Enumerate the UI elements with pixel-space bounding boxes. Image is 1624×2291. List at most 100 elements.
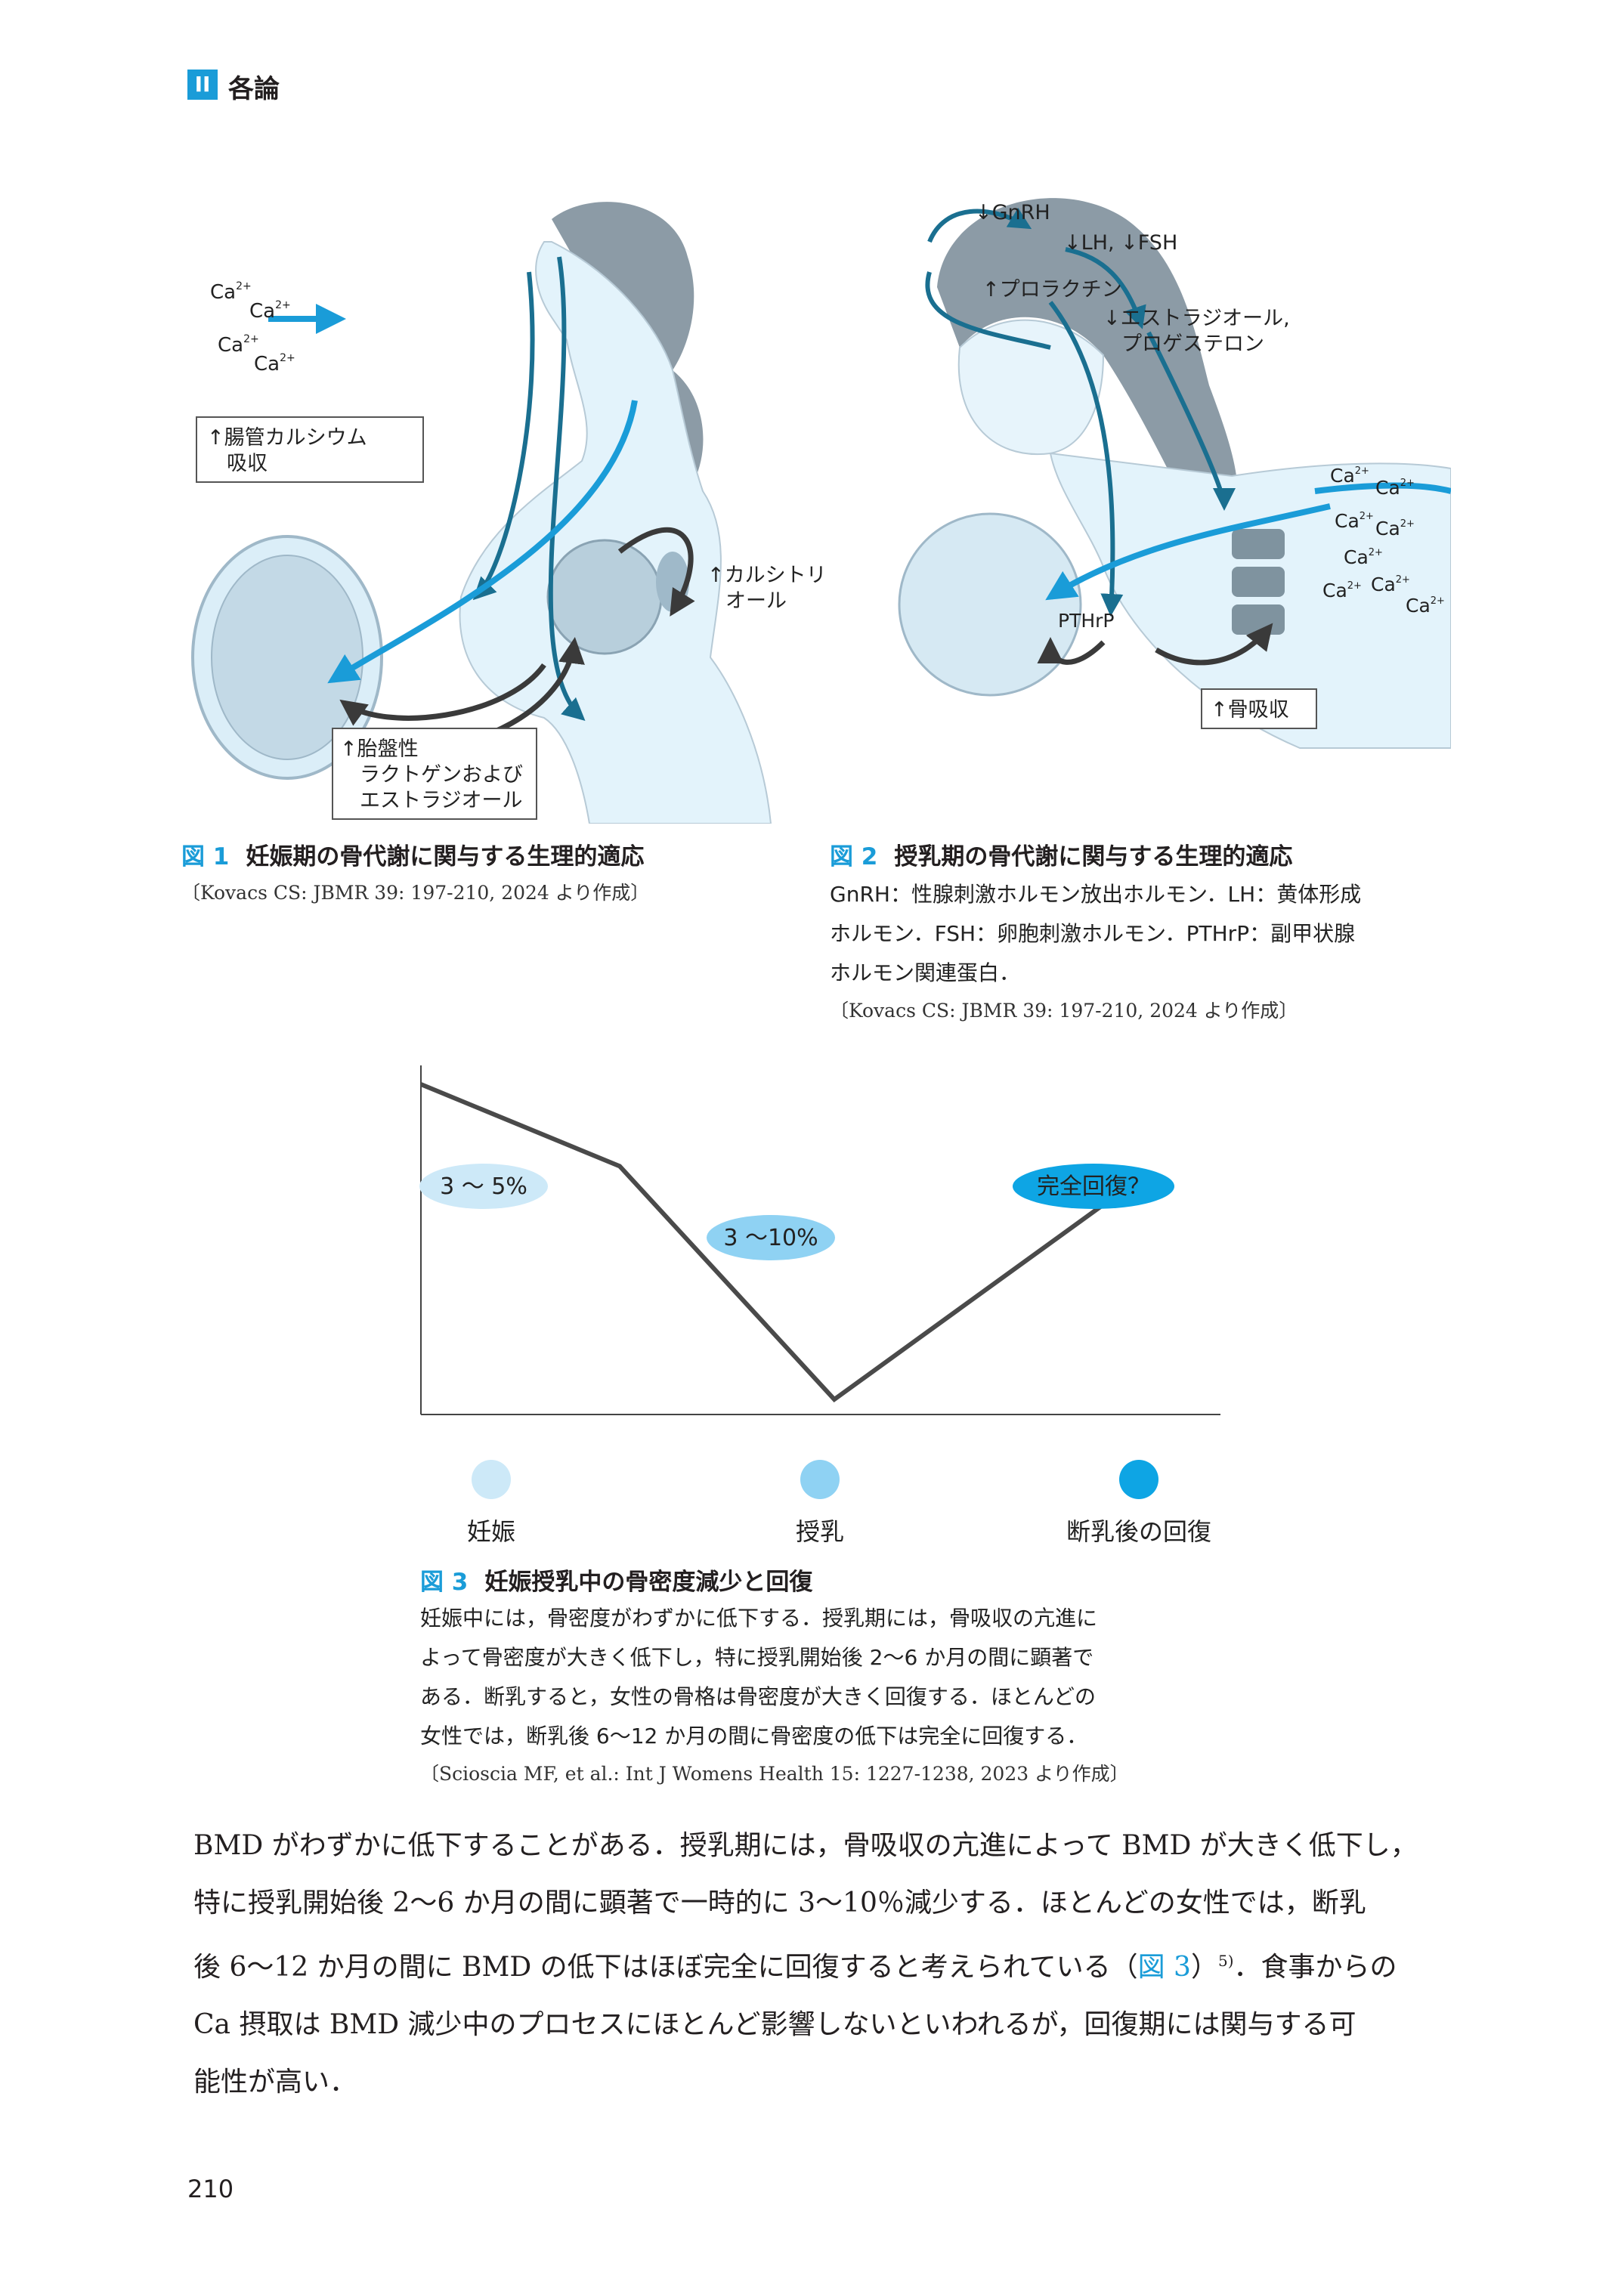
annotation-pregnancy-loss: 3 ～ 5% <box>440 1173 527 1200</box>
chapter-marker: II <box>187 70 218 100</box>
bone-resorption-box <box>1201 688 1317 729</box>
spine-shape <box>1232 529 1285 559</box>
pthrp-to-bone-arrow <box>1155 623 1273 666</box>
figure3-note-line: 女性では，断乳後 6～12 か月の間に骨密度の低下は完全に回復する． <box>420 1724 1088 1748</box>
hair-shape <box>937 198 1239 529</box>
body-line-text: 後 6～12 か月の間に BMD の低下はほぼ完全に回復すると考えられている（ <box>193 1952 1138 1983</box>
annotation-recovery: 完全回復？ <box>1037 1173 1150 1200</box>
placental-feedback-arrow <box>339 663 546 726</box>
intestine-shape <box>546 539 663 655</box>
figure3-number[interactable]: 図 3 <box>420 1569 469 1596</box>
figure2-note-line: GnRH：性腺刺激ホルモン放出ホルモン．LH：黄体形成 <box>830 882 1362 907</box>
figure3-note-line: ある．断乳すると，女性の骨格は骨密度が大きく回復する．ほとんどの <box>420 1684 1097 1709</box>
legend-lactation-dot <box>800 1460 840 1499</box>
legend-pregnancy-dot <box>472 1460 511 1499</box>
body-line: Ca 摂取は BMD 減少中のプロセスにほとんど影響しないといわれるが，回復期に… <box>193 2009 1356 2040</box>
hormone-arrow <box>1065 247 1146 329</box>
figure2-number[interactable]: 図 2 <box>830 843 878 870</box>
placental-hormone-box <box>332 728 537 820</box>
figure3-caption: 図 3 妊娠授乳中の骨密度減少と回復 <box>420 1563 812 1597</box>
placental-hormone-label: ラクトゲンおよび <box>360 763 523 787</box>
calcitriol-label: ↑カルシトリ <box>707 564 827 587</box>
calcium-ion-label: Ca2+ <box>1335 510 1374 532</box>
calcium-to-fetus-arrow <box>327 400 638 684</box>
body-line: 能性が高い． <box>193 2067 357 2098</box>
calcium-ion-label: Ca2+ <box>249 299 291 323</box>
bloodstream-arrow <box>472 271 535 601</box>
calcium-ion-label: Ca2+ <box>210 280 252 304</box>
calcium-ion-label: Ca2+ <box>1330 465 1369 487</box>
hormone-arrow <box>927 207 1032 243</box>
figure1-source: 〔Kovacs CS: JBMR 39: 197-210, 2024 より作成〕 <box>181 882 650 904</box>
spine-shape <box>1232 604 1285 635</box>
body-line: 特に授乳開始後 2～6 か月の間に顕著で一時的に 3～10％減少する．ほとんどの… <box>193 1888 1366 1918</box>
calcium-to-baby-arrow <box>1045 503 1331 601</box>
legend-lactation-label: 授乳 <box>796 1517 844 1546</box>
intestinal-absorption-label: 吸収 <box>227 452 268 475</box>
calcium-flow-arrow <box>1314 482 1451 494</box>
spine-shape <box>1232 567 1285 597</box>
body-paragraph: BMD がわずかに低下することがある．授乳期には，骨吸収の亢進によって BMD … <box>193 1817 1448 2111</box>
figure1-illustration: Ca2+ Ca2+ Ca2+ Ca2+ ↑腸管カルシウム 吸収 ↑カルシトリ オ… <box>191 202 827 824</box>
figure2-note-line: ホルモン．FSH：卵胞刺激ホルモン．PTHrP：副甲状腺 <box>830 921 1356 946</box>
pthrp-arrow <box>1037 637 1106 665</box>
figure1-title: 妊娠期の骨代謝に関与する生理的適応 <box>246 843 645 870</box>
placental-hormone-label: ↑胎盤性 <box>340 737 419 761</box>
lh-fsh-label: ↓LH, ↓FSH <box>1064 231 1177 255</box>
figure2-source: 〔Kovacs CS: JBMR 39: 197-210, 2024 より作成〕 <box>830 1000 1298 1022</box>
legend-pregnancy-label: 妊娠 <box>467 1517 515 1546</box>
hormone-arrow <box>1146 331 1236 511</box>
figure3-chart: 3 ～ 5% 3 ～10% 完全回復？ 妊娠 授乳 断乳後の回復 <box>419 1065 1220 1546</box>
placental-hormone-label: エストラジオール <box>360 789 522 812</box>
calcium-ion-label: Ca2+ <box>254 352 295 376</box>
gnrh-label: ↓GnRH <box>975 201 1050 224</box>
figure2-title: 授乳期の骨代謝に関与する生理的適応 <box>894 843 1293 870</box>
page-number: 210 <box>187 2175 234 2203</box>
prolactin-arrow <box>1048 301 1124 617</box>
figure1-caption: 図 1 妊娠期の骨代謝に関与する生理的適応 <box>181 837 644 871</box>
chapter-title: 各論 <box>228 74 280 104</box>
annotation-lactation-bubble <box>707 1215 835 1260</box>
calcium-ion-label: Ca2+ <box>1375 518 1415 540</box>
calcium-ion-label: Ca2+ <box>1344 546 1383 568</box>
bone-resorption-label: ↑骨吸収 <box>1211 698 1289 722</box>
calcium-ion-label: Ca2+ <box>1371 574 1410 595</box>
bone-density-line <box>419 1082 1132 1402</box>
calcium-ion-label: Ca2+ <box>1322 580 1362 601</box>
figure2-caption: 図 2 授乳期の骨代謝に関与する生理的適応 <box>830 837 1292 871</box>
mother-body-shape <box>459 241 772 824</box>
figure2-note-line: ホルモン関連蛋白． <box>830 960 1021 985</box>
figure1-number[interactable]: 図 1 <box>181 843 230 870</box>
body-line: BMD がわずかに低下することがある．授乳期には，骨吸収の亢進によって BMD … <box>193 1830 1418 1861</box>
figure3-note-line: よって骨密度が大きく低下し，特に授乳開始後 2～6 か月の間に顕著で <box>420 1645 1094 1670</box>
hormone-arrow <box>925 271 1051 350</box>
intestinal-absorption-label: ↑腸管カルシウム <box>207 426 367 450</box>
baby-head-shape <box>898 512 1082 697</box>
intestinal-absorption-box <box>196 416 424 483</box>
annotation-pregnancy-bubble <box>419 1164 548 1209</box>
body-line-text: ．食事からの <box>1233 1952 1397 1983</box>
figure2-illustration: ↓GnRH ↓LH, ↓FSH ↑プロラクチン ↓エストラジオール, プロゲステ… <box>898 198 1451 749</box>
figure3-title: 妊娠授乳中の骨密度減少と回復 <box>484 1569 813 1596</box>
figure3-reference-link[interactable]: 図 3 <box>1137 1952 1191 1983</box>
legend-recovery-dot <box>1119 1460 1158 1499</box>
calcium-ion-label: Ca2+ <box>218 333 259 357</box>
mother-face-shape <box>957 319 1105 456</box>
calcium-ion-label: Ca2+ <box>1375 477 1415 499</box>
legend-recovery-label: 断乳後の回復 <box>1066 1517 1211 1546</box>
prolactin-label: ↑プロラクチン <box>982 278 1122 301</box>
annotation-recovery-bubble <box>1013 1164 1174 1209</box>
calcium-ion-label: Ca2+ <box>1406 595 1445 617</box>
body-line: 後 6～12 か月の間に BMD の低下はほぼ完全に回復すると考えられている（図… <box>193 1932 1448 1996</box>
figure2-note: GnRH：性腺刺激ホルモン放出ホルモン．LH：黄体形成 ホルモン．FSH：卵胞刺… <box>830 875 1361 993</box>
body-line-text: ） <box>1190 1952 1218 1983</box>
calcitriol-arrow <box>617 527 695 617</box>
estradiol-label: ↓エストラジオール, <box>1103 307 1290 330</box>
calcitriol-label: オール <box>725 589 787 613</box>
progesterone-label: プロゲステロン <box>1121 332 1264 356</box>
figure3-note-line: 妊娠中には，骨密度がわずかに低下する．授乳期には，骨吸収の亢進に <box>420 1606 1098 1631</box>
fetus-shape <box>211 555 363 760</box>
citation-superscript[interactable]: 5) <box>1217 1952 1234 1970</box>
figure3-note: 妊娠中には，骨密度がわずかに低下する．授乳期には，骨吸収の亢進に よって骨密度が… <box>420 1599 1097 1756</box>
annotation-lactation-loss: 3 ～10% <box>723 1225 818 1251</box>
